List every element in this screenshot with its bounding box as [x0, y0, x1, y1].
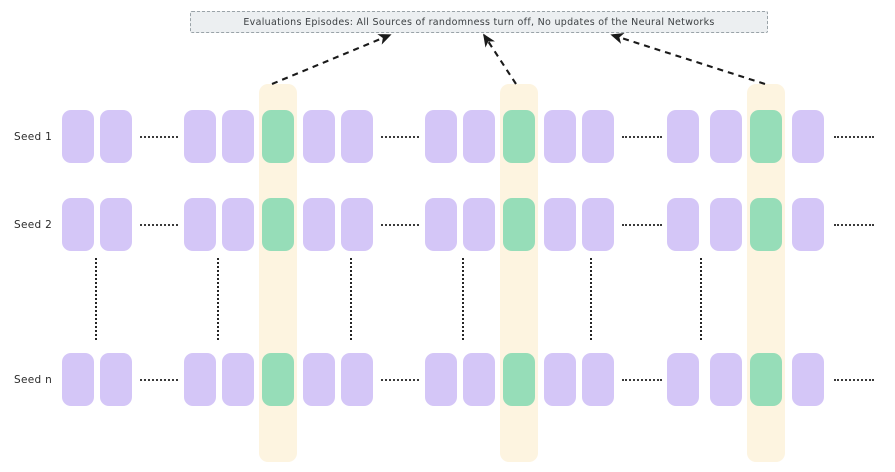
ellipsis-vertical-6 — [700, 258, 702, 340]
training-episode-box-r3-c9[interactable] — [463, 353, 495, 406]
ellipsis-vertical-4 — [462, 258, 464, 340]
ellipsis-horizontal-r3-4 — [834, 379, 874, 381]
training-episode-box-r2-c11[interactable] — [544, 198, 576, 251]
ellipsis-horizontal-r1-3 — [622, 136, 662, 138]
training-episode-box-r1-c12[interactable] — [582, 110, 614, 163]
evaluation-episode-box-r3-c15[interactable] — [750, 353, 782, 406]
training-episode-box-r1-c4[interactable] — [222, 110, 254, 163]
training-episode-box-r1-c11[interactable] — [544, 110, 576, 163]
training-episode-box-r3-c4[interactable] — [222, 353, 254, 406]
ellipsis-horizontal-r3-1 — [140, 379, 178, 381]
training-episode-box-r3-c1[interactable] — [62, 353, 94, 406]
training-episode-box-r1-c6[interactable] — [303, 110, 335, 163]
banner-arrow-1 — [271, 34, 392, 85]
training-episode-box-r1-c8[interactable] — [425, 110, 457, 163]
seed-label-3: Seed n — [14, 374, 53, 386]
training-episode-box-r2-c9[interactable] — [463, 198, 495, 251]
evaluation-episode-box-r1-c15[interactable] — [750, 110, 782, 163]
training-episode-box-r2-c12[interactable] — [582, 198, 614, 251]
ellipsis-vertical-2 — [217, 258, 219, 340]
ellipsis-horizontal-r2-1 — [140, 224, 178, 226]
training-episode-box-r1-c3[interactable] — [184, 110, 216, 163]
evaluation-episode-box-r1-c10[interactable] — [503, 110, 535, 163]
evaluation-episode-box-r3-c10[interactable] — [503, 353, 535, 406]
training-episode-box-r3-c13[interactable] — [667, 353, 699, 406]
seed-label-2: Seed 2 — [14, 219, 53, 231]
ellipsis-horizontal-r2-4 — [834, 224, 874, 226]
training-episode-box-r1-c7[interactable] — [341, 110, 373, 163]
training-episode-box-r3-c14[interactable] — [710, 353, 742, 406]
training-episode-box-r1-c9[interactable] — [463, 110, 495, 163]
ellipsis-horizontal-r2-3 — [622, 224, 662, 226]
training-episode-box-r2-c3[interactable] — [184, 198, 216, 251]
training-episode-box-r3-c2[interactable] — [100, 353, 132, 406]
training-episode-box-r1-c2[interactable] — [100, 110, 132, 163]
evaluation-banner: Evaluations Episodes: All Sources of ran… — [190, 11, 768, 33]
training-episode-box-r3-c12[interactable] — [582, 353, 614, 406]
training-episode-box-r3-c7[interactable] — [341, 353, 373, 406]
ellipsis-horizontal-r3-2 — [381, 379, 419, 381]
banner-arrow-2 — [483, 33, 517, 85]
training-episode-box-r2-c16[interactable] — [792, 198, 824, 251]
ellipsis-horizontal-r1-2 — [381, 136, 419, 138]
training-episode-box-r1-c16[interactable] — [792, 110, 824, 163]
evaluation-banner-text: Evaluations Episodes: All Sources of ran… — [243, 16, 715, 28]
evaluation-episode-box-r2-c5[interactable] — [262, 198, 294, 251]
evaluation-episode-box-r3-c5[interactable] — [262, 353, 294, 406]
evaluation-episode-box-r1-c5[interactable] — [262, 110, 294, 163]
seed-label-1: Seed 1 — [14, 131, 53, 143]
evaluation-episode-box-r2-c15[interactable] — [750, 198, 782, 251]
training-episode-box-r2-c1[interactable] — [62, 198, 94, 251]
ellipsis-horizontal-r1-1 — [140, 136, 178, 138]
training-episode-box-r2-c2[interactable] — [100, 198, 132, 251]
ellipsis-horizontal-r1-4 — [834, 136, 874, 138]
ellipsis-vertical-3 — [350, 258, 352, 340]
training-episode-box-r2-c8[interactable] — [425, 198, 457, 251]
ellipsis-horizontal-r2-2 — [381, 224, 419, 226]
ellipsis-horizontal-r3-3 — [622, 379, 662, 381]
ellipsis-vertical-1 — [95, 258, 97, 340]
training-episode-box-r3-c11[interactable] — [544, 353, 576, 406]
training-episode-box-r3-c8[interactable] — [425, 353, 457, 406]
training-episode-box-r1-c1[interactable] — [62, 110, 94, 163]
training-episode-box-r3-c6[interactable] — [303, 353, 335, 406]
training-episode-box-r1-c14[interactable] — [710, 110, 742, 163]
banner-arrow-3 — [610, 33, 766, 85]
ellipsis-vertical-5 — [590, 258, 592, 340]
training-episode-box-r2-c14[interactable] — [710, 198, 742, 251]
training-episode-box-r2-c13[interactable] — [667, 198, 699, 251]
training-episode-box-r3-c3[interactable] — [184, 353, 216, 406]
training-episode-box-r2-c4[interactable] — [222, 198, 254, 251]
training-episode-box-r1-c13[interactable] — [667, 110, 699, 163]
training-episode-box-r2-c6[interactable] — [303, 198, 335, 251]
training-episode-box-r3-c16[interactable] — [792, 353, 824, 406]
training-episode-box-r2-c7[interactable] — [341, 198, 373, 251]
evaluation-episode-box-r2-c10[interactable] — [503, 198, 535, 251]
